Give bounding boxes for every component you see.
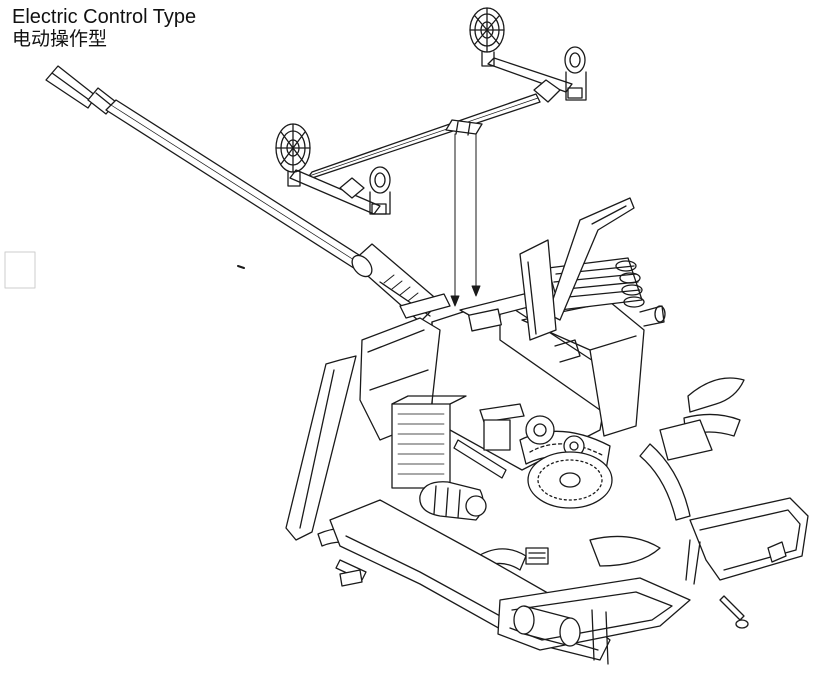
down-arrow-icon [451, 296, 459, 306]
background-watermark [5, 252, 35, 288]
caption-chinese: 电动操作型 [12, 28, 108, 50]
instruction-caption: Electric Control Type 电动操作型 [12, 6, 196, 51]
ring-sight-front [276, 124, 310, 186]
down-arrow-icon [472, 286, 480, 296]
bead-sight-rear [565, 47, 586, 100]
bead-sight-front [370, 167, 390, 214]
ring-sight-rear [470, 8, 504, 66]
receiver-cradle [432, 198, 665, 470]
caption-english: Electric Control Type [12, 6, 197, 28]
spring-cylinder [514, 606, 580, 646]
gun-barrel [46, 66, 440, 322]
assembly-guide-arrows [451, 134, 480, 306]
sight-assembly [276, 8, 586, 306]
base-platform [330, 498, 808, 664]
traverse-mechanism [392, 396, 612, 520]
